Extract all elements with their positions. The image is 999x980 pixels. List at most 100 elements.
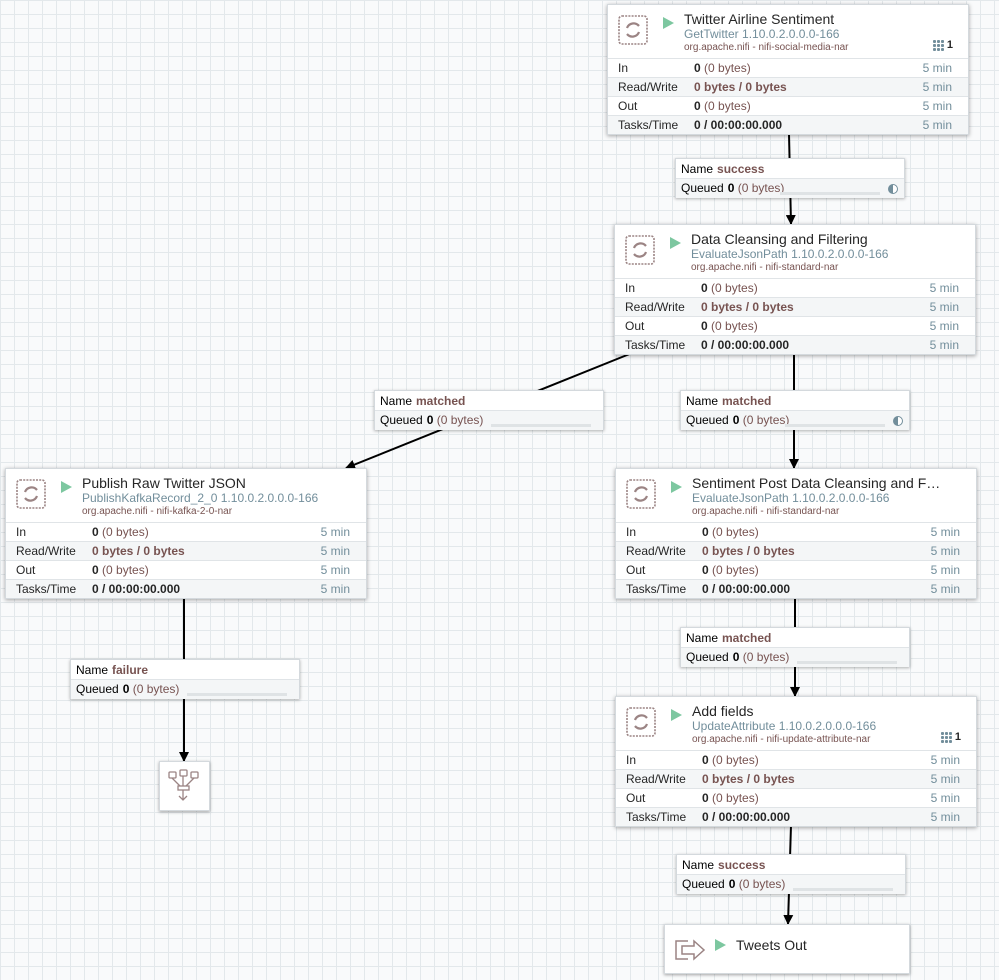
stat-label: Out (626, 791, 646, 805)
funnel[interactable] (159, 761, 210, 811)
stat-label: Out (626, 563, 646, 577)
stat-time: 5 min (930, 544, 960, 558)
bulletin-count: 1 (954, 731, 961, 743)
stat-label: Tasks/Time (16, 582, 77, 596)
stat-value: 0 (0 bytes) (702, 753, 759, 767)
processor-bundle: org.apache.nifi - nifi-standard-nar (691, 262, 839, 273)
stat-time: 5 min (929, 281, 959, 295)
load-balance-icon (888, 184, 898, 194)
processor-name: Add fields (692, 703, 754, 719)
stat-label: Out (618, 99, 638, 113)
stat-value: 0 (0 bytes) (702, 525, 759, 539)
stat-time: 5 min (930, 563, 960, 577)
stat-row-read-write: Read/Write 0 bytes / 0 bytes 5 min (616, 541, 976, 560)
processor-name: Publish Raw Twitter JSON (82, 475, 246, 491)
stat-row-read-write: Read/Write 0 bytes / 0 bytes 5 min (616, 769, 976, 788)
stat-value: 0 (0 bytes) (702, 791, 759, 805)
bulletin-count: 1 (946, 39, 953, 51)
stat-row-read-write: Read/Write 0 bytes / 0 bytes 5 min (608, 77, 968, 96)
stat-row-read-write: Read/Write 0 bytes / 0 bytes 5 min (615, 297, 975, 316)
bulletin-icon (940, 731, 952, 743)
queue-progress-bar (780, 192, 880, 195)
stat-row-in: In 0 (0 bytes) 5 min (616, 522, 976, 541)
stat-time: 5 min (930, 753, 960, 767)
processor-sentiment-post-data-cleansing[interactable]: Sentiment Post Data Cleansing and F… Eva… (615, 468, 977, 599)
processor-bundle: org.apache.nifi - nifi-social-media-nar (684, 42, 849, 53)
stat-time: 5 min (929, 300, 959, 314)
stat-value: 0 (0 bytes) (92, 563, 149, 577)
stat-label: Read/Write (625, 300, 685, 314)
processor-publish-raw-twitter-json[interactable]: Publish Raw Twitter JSON PublishKafkaRec… (5, 468, 367, 599)
processor-type: GetTwitter 1.10.0.2.0.0.0-166 (684, 27, 840, 41)
stat-time: 5 min (922, 61, 952, 75)
funnel-icon (168, 769, 199, 801)
processor-twitter-airline-sentiment[interactable]: Twitter Airline Sentiment GetTwitter 1.1… (607, 4, 969, 135)
stat-row-out: Out 0 (0 bytes) 5 min (616, 560, 976, 579)
stat-row-tasks-time: Tasks/Time 0 / 00:00:00.000 5 min (608, 115, 968, 134)
stat-row-tasks-time: Tasks/Time 0 / 00:00:00.000 5 min (615, 335, 975, 354)
stat-label: Read/Write (626, 772, 686, 786)
stat-time: 5 min (320, 582, 350, 596)
stat-time: 5 min (320, 525, 350, 539)
stat-label: Tasks/Time (618, 118, 679, 132)
stat-label: In (625, 281, 636, 295)
bulletin-indicator[interactable]: 1 (940, 731, 961, 743)
stat-value: 0 / 00:00:00.000 (702, 582, 791, 596)
queue-progress-bar (785, 424, 885, 427)
stat-value: 0 / 00:00:00.000 (92, 582, 181, 596)
stat-label: Read/Write (16, 544, 76, 558)
connection-name: failure (112, 663, 149, 677)
queue-progress-bar (793, 888, 893, 891)
stat-row-read-write: Read/Write 0 bytes / 0 bytes 5 min (6, 541, 366, 560)
stat-time: 5 min (930, 582, 960, 596)
processor-bundle: org.apache.nifi - nifi-standard-nar (692, 506, 840, 517)
connection-name: matched (722, 631, 772, 645)
processor-add-fields[interactable]: Add fields UpdateAttribute 1.10.0.2.0.0.… (615, 696, 977, 827)
stat-value: 0 (0 bytes) (694, 99, 751, 113)
stat-time: 5 min (929, 319, 959, 333)
stat-value: 0 / 00:00:00.000 (702, 810, 791, 824)
output-port-name: Tweets Out (736, 937, 807, 953)
stat-row-tasks-time: Tasks/Time 0 / 00:00:00.000 5 min (616, 579, 976, 598)
running-icon (61, 481, 72, 493)
processor-data-cleansing[interactable]: Data Cleansing and Filtering EvaluateJso… (614, 224, 976, 355)
stat-value: 0 / 00:00:00.000 (694, 118, 783, 132)
running-icon (671, 481, 682, 493)
stat-time: 5 min (922, 99, 952, 113)
stat-label: In (626, 525, 637, 539)
stat-value: 0 (0 bytes) (701, 281, 758, 295)
processor-type: PublishKafkaRecord_2_0 1.10.0.2.0.0.0-16… (82, 491, 319, 505)
stat-row-out: Out 0 (0 bytes) 5 min (616, 788, 976, 807)
processor-bundle: org.apache.nifi - nifi-update-attribute-… (692, 734, 871, 745)
processor-type: EvaluateJsonPath 1.10.0.2.0.0.0-166 (692, 491, 890, 505)
stat-value: 0 bytes / 0 bytes (702, 772, 795, 786)
running-icon (715, 939, 726, 951)
stat-label: Tasks/Time (626, 582, 687, 596)
processor-icon (16, 479, 46, 509)
stat-row-in: In 0 (0 bytes) 5 min (6, 522, 366, 541)
stat-label: Read/Write (618, 80, 678, 94)
stat-row-in: In 0 (0 bytes) 5 min (615, 278, 975, 297)
output-port-tweets-out[interactable]: Tweets Out (664, 924, 910, 974)
bulletin-indicator[interactable]: 1 (932, 39, 953, 51)
stat-value: 0 (0 bytes) (702, 563, 759, 577)
running-icon (671, 709, 682, 721)
stat-label: Out (16, 563, 36, 577)
processor-type: UpdateAttribute 1.10.0.2.0.0.0-166 (692, 719, 877, 733)
stat-time: 5 min (320, 544, 350, 558)
stat-value: 0 (0 bytes) (694, 61, 751, 75)
